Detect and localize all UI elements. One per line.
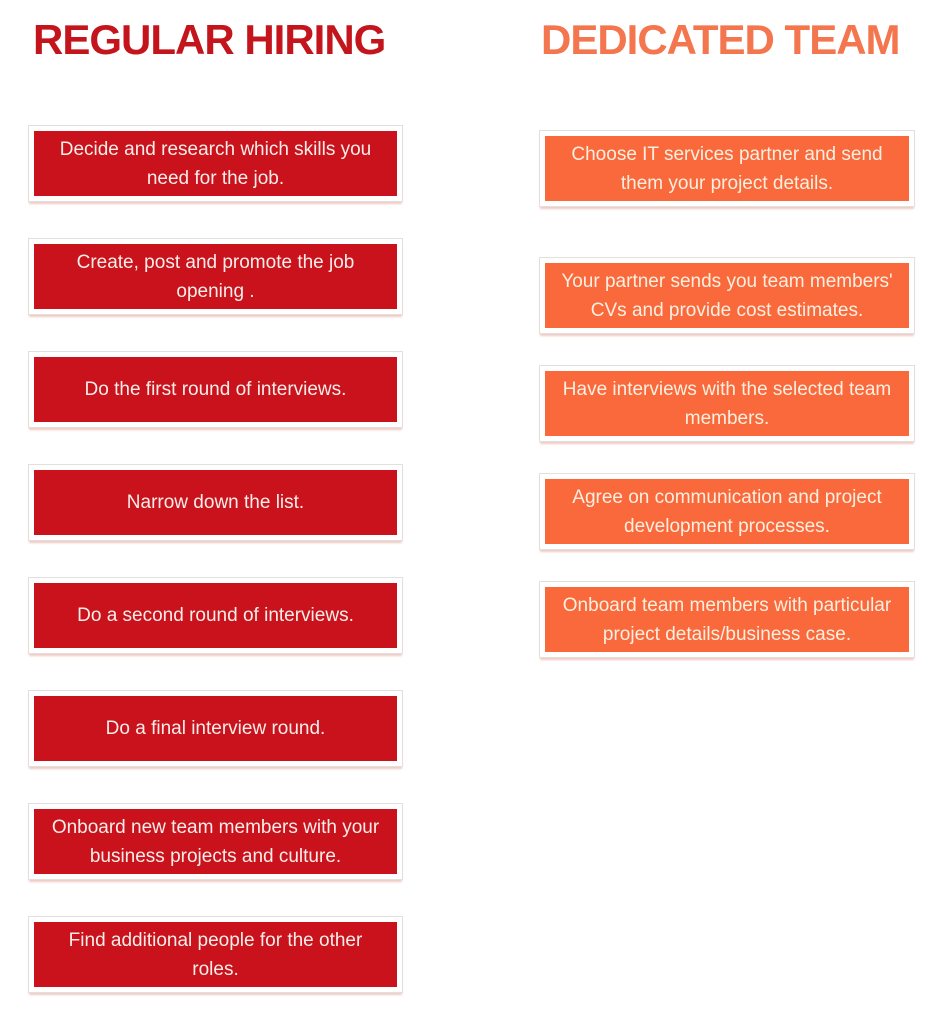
dedicated-team-step-3-text: Have interviews with the selected team m… [545,371,909,436]
regular-hiring-step-7-text: Onboard new team members with your busin… [34,809,397,874]
regular-hiring-step-1-text: Decide and research which skills you nee… [34,131,397,196]
dedicated-team-step-2: Your partner sends you team members' CVs… [539,257,915,334]
regular-hiring-step-6: Do a final interview round. [28,690,403,767]
regular-hiring-step-3-text: Do the first round of interviews. [34,357,397,422]
dedicated-team-step-1-text: Choose IT services partner and send them… [545,136,909,201]
regular-hiring-step-5: Do a second round of interviews. [28,577,403,654]
regular-hiring-step-2: Create, post and promote the job opening… [28,238,403,315]
dedicated-team-step-1: Choose IT services partner and send them… [539,130,915,207]
regular-hiring-step-1: Decide and research which skills you nee… [28,125,403,202]
dedicated-team-step-5: Onboard team members with particular pro… [539,581,915,658]
dedicated-team-step-4-text: Agree on communication and project devel… [545,479,909,544]
dedicated-team-step-5-text: Onboard team members with particular pro… [545,587,909,652]
regular-hiring-step-5-text: Do a second round of interviews. [34,583,397,648]
regular-hiring-step-7: Onboard new team members with your busin… [28,803,403,880]
regular-hiring-column: REGULAR HIRING Decide and research which… [28,0,403,1029]
regular-hiring-step-6-text: Do a final interview round. [34,696,397,761]
dedicated-team-step-2-text: Your partner sends you team members' CVs… [545,263,909,328]
regular-hiring-step-2-text: Create, post and promote the job opening… [34,244,397,309]
regular-hiring-step-3: Do the first round of interviews. [28,351,403,428]
regular-hiring-step-4-text: Narrow down the list. [34,470,397,535]
regular-hiring-step-4: Narrow down the list. [28,464,403,541]
dedicated-team-step-3: Have interviews with the selected team m… [539,365,915,442]
dedicated-team-title: DEDICATED TEAM [541,16,901,63]
dedicated-team-column: DEDICATED TEAM Choose IT services partne… [539,0,915,689]
regular-hiring-step-8-text: Find additional people for the other rol… [34,922,397,987]
regular-hiring-title: REGULAR HIRING [33,16,386,63]
dedicated-team-step-4: Agree on communication and project devel… [539,473,915,550]
regular-hiring-step-8: Find additional people for the other rol… [28,916,403,993]
